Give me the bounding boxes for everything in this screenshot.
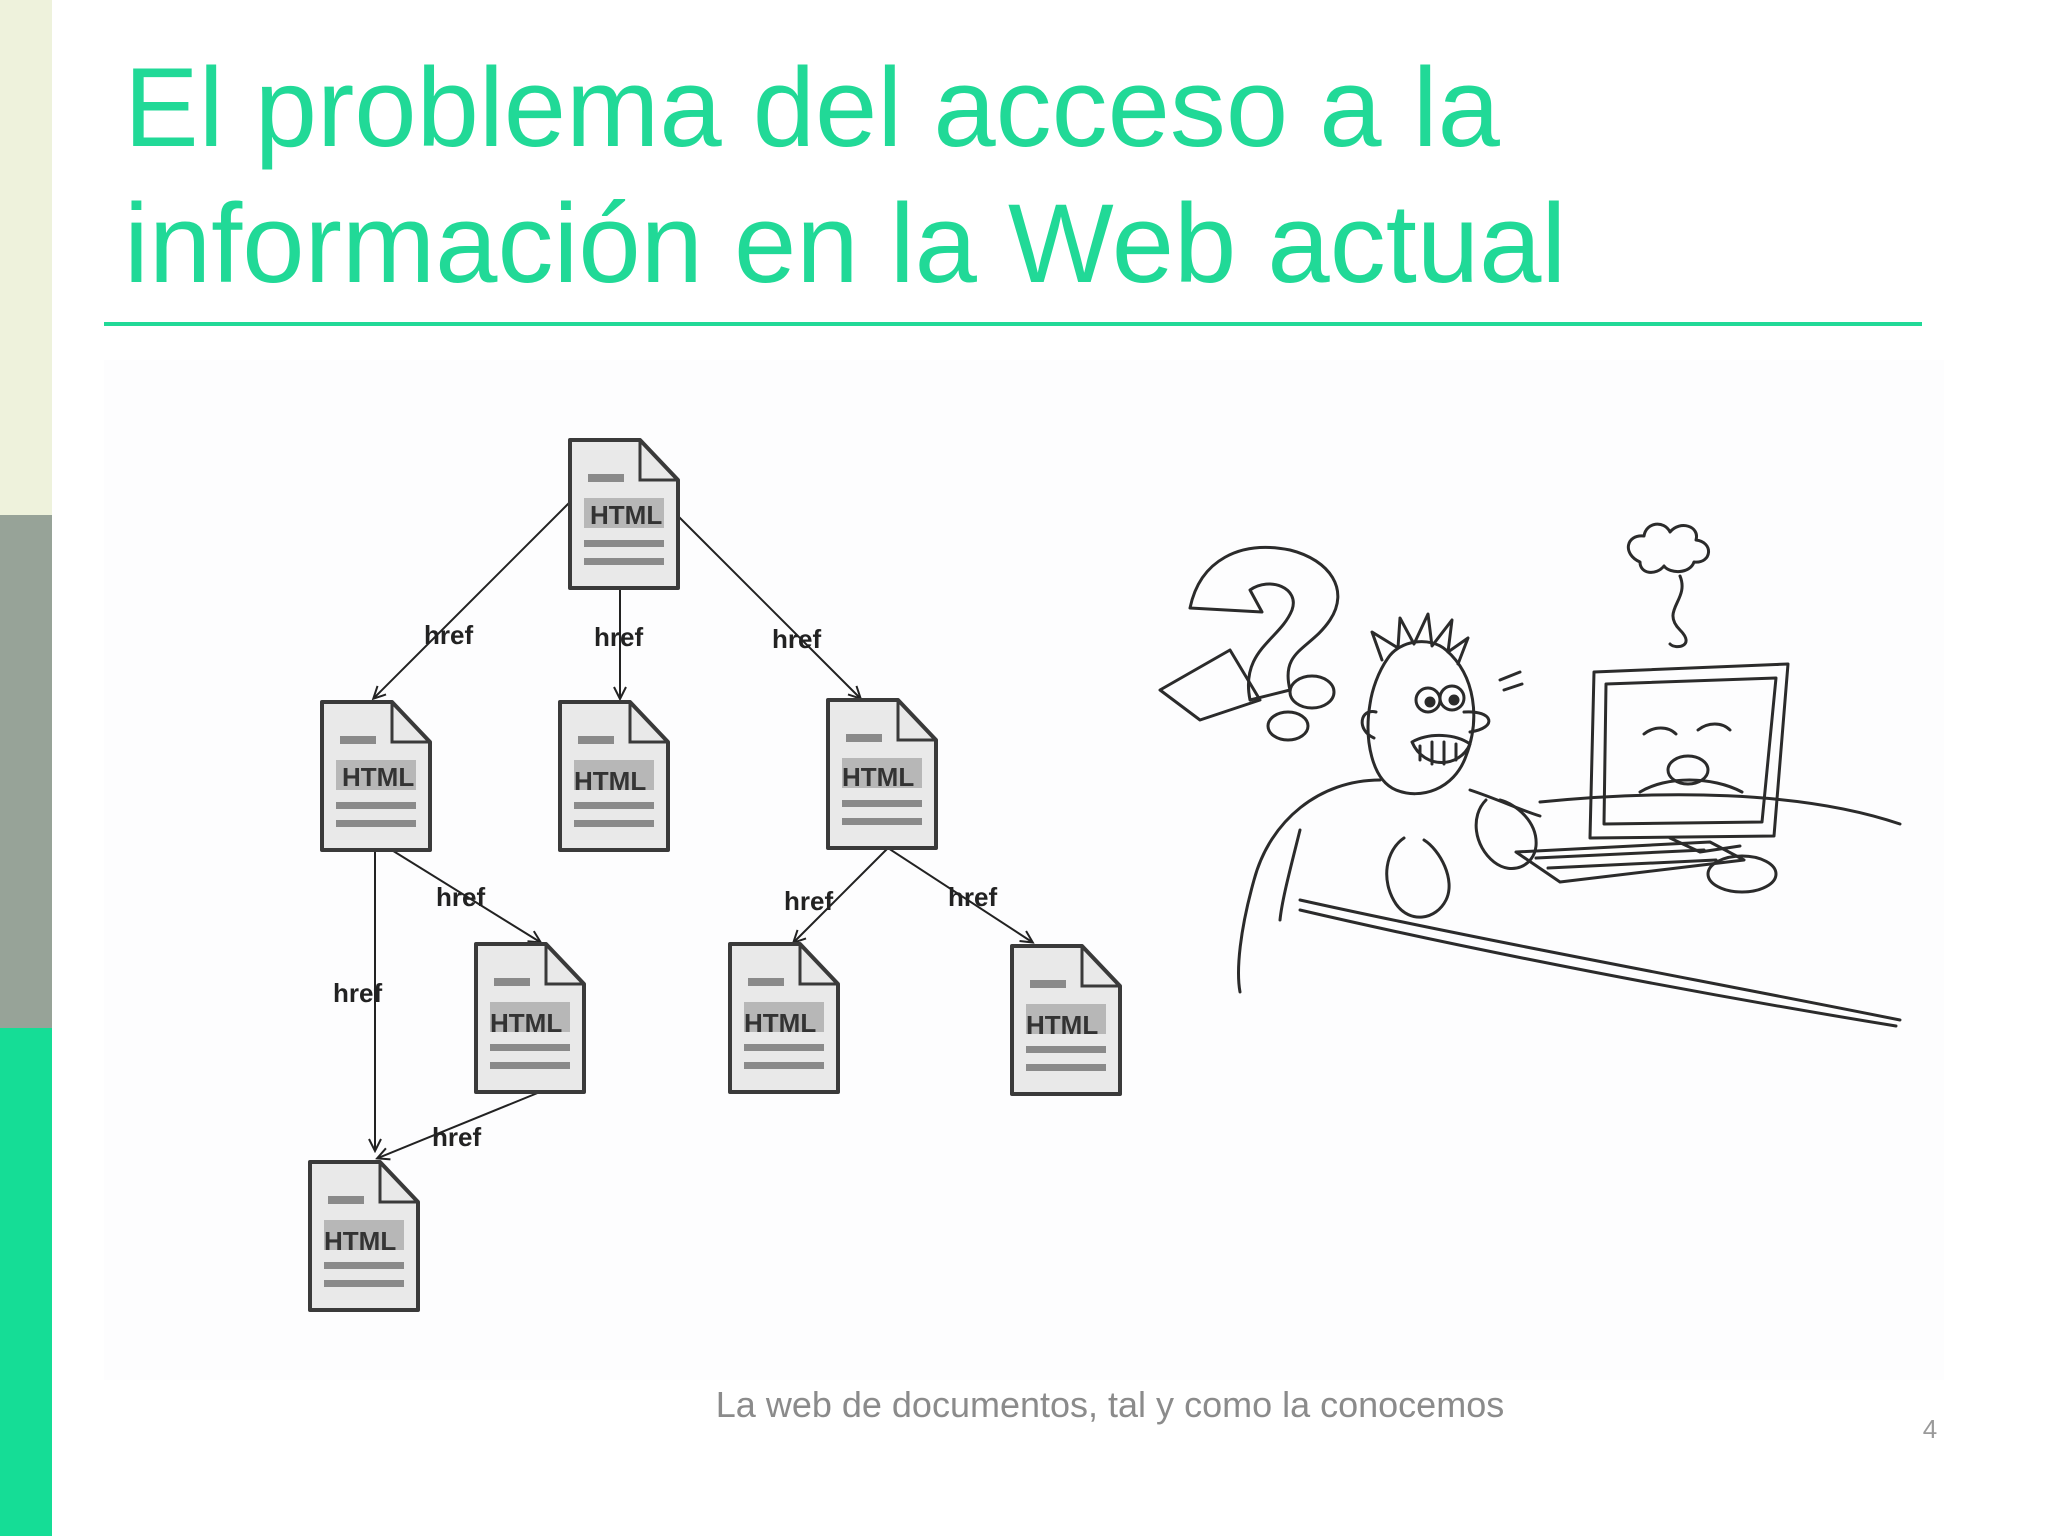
sidebar-middle-band (0, 515, 52, 1028)
html-document-icon: HTML (568, 438, 680, 590)
link-edges (374, 501, 1032, 1158)
href-label: href (424, 620, 473, 650)
html-document-label: HTML (1026, 1010, 1098, 1040)
href-label: href (333, 978, 382, 1008)
href-label: href (436, 882, 485, 912)
html-document-icon: HTML (728, 942, 840, 1094)
link-edge (374, 501, 571, 698)
html-document-icon: HTML (826, 698, 938, 850)
slide-title-line-2: información en la Web actual (124, 181, 1567, 306)
html-document-label: HTML (490, 1008, 562, 1038)
slide-title: El problema del acceso a la información … (124, 40, 1924, 312)
html-document-label: HTML (324, 1226, 396, 1256)
html-document-label: HTML (842, 762, 914, 792)
title-divider (104, 322, 1922, 326)
link-edge (887, 847, 1032, 942)
href-label: href (772, 624, 821, 654)
link-edge (381, 843, 540, 942)
html-document-icon: HTML (1010, 944, 1122, 1096)
sidebar-top-band (0, 0, 52, 515)
html-document-icon: HTML (474, 942, 586, 1094)
html-document-label: HTML (590, 500, 662, 530)
href-label: href (432, 1122, 481, 1152)
html-document-label: HTML (574, 766, 646, 796)
link-edge (794, 847, 889, 942)
link-edge (378, 1091, 541, 1158)
slide-title-line-1: El problema del acceso a la (124, 45, 1500, 170)
sidebar-bottom-band (0, 1028, 52, 1536)
html-document-icon: HTML (558, 700, 670, 852)
html-document-label: HTML (744, 1008, 816, 1038)
html-document-icon: HTML (320, 700, 432, 852)
link-edge (671, 509, 860, 698)
page-number: 4 (1922, 1414, 1938, 1444)
slide-caption: La web de documentos, tal y como la cono… (715, 1384, 1505, 1425)
confused-user-at-computer-icon (1158, 522, 1902, 1028)
href-label: href (948, 882, 997, 912)
html-document-label: HTML (342, 762, 414, 792)
href-label: href (784, 886, 833, 916)
href-label: href (594, 622, 643, 652)
html-document-icon: HTML (308, 1160, 420, 1312)
